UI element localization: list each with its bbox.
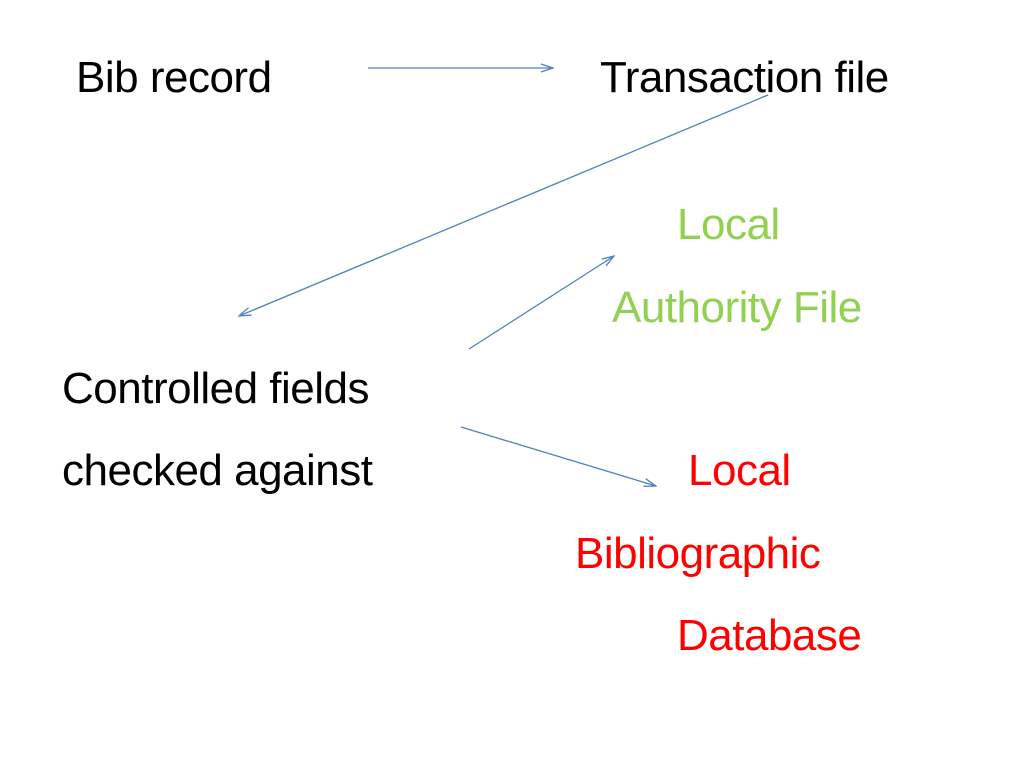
arrow-to-authority-file bbox=[468, 256, 614, 350]
bib-record-label: Bib record bbox=[76, 53, 272, 102]
controlled-fields-label: Controlled fields bbox=[62, 364, 370, 413]
database-label: Database bbox=[677, 611, 862, 660]
arrow-transaction-to-controlled-fields bbox=[239, 94, 769, 316]
bib-local-label: Local bbox=[688, 446, 791, 495]
authority-file-label: Authority File bbox=[612, 283, 862, 332]
checked-against-label: checked against bbox=[62, 446, 373, 495]
transaction-file-label: Transaction file bbox=[600, 53, 889, 102]
authority-local-label: Local bbox=[677, 200, 780, 249]
bibliographic-label: Bibliographic bbox=[575, 529, 821, 578]
arrow-to-bibliographic-database bbox=[460, 426, 656, 486]
